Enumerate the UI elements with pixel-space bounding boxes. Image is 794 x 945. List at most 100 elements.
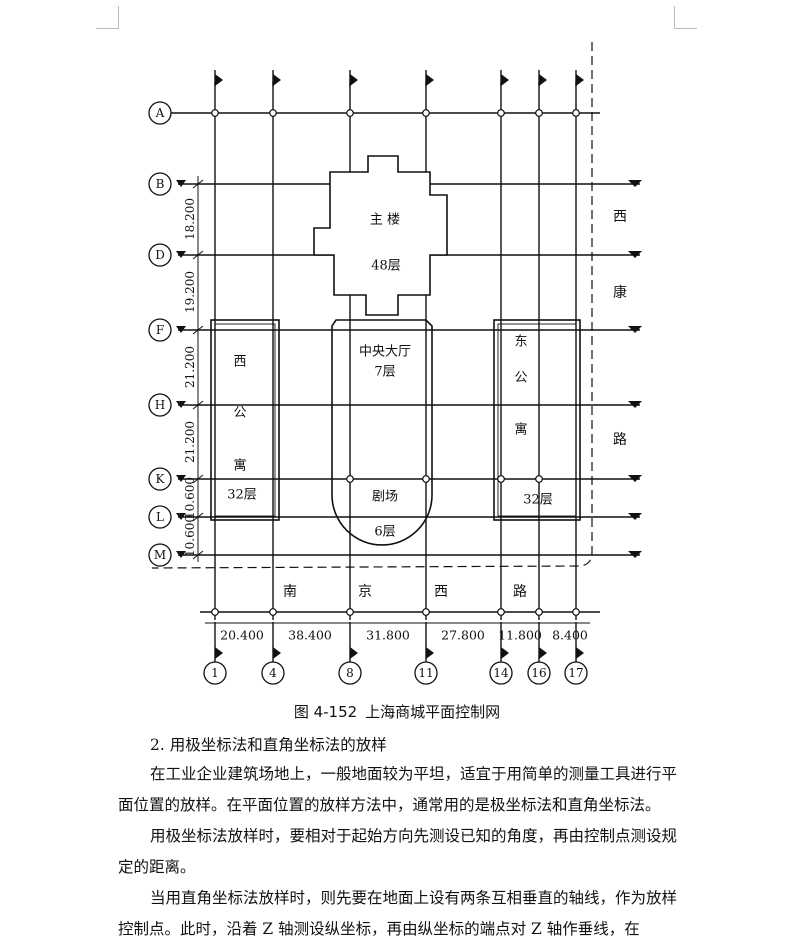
- east-apartment-floors: 32层: [523, 493, 553, 508]
- col-flag-top: [501, 74, 509, 86]
- row-marker-triangle: [628, 180, 642, 187]
- main-tower-name: 主 楼: [370, 213, 400, 228]
- west-apartment-char: 寓: [233, 458, 246, 474]
- col-flag-bottom: [576, 647, 584, 659]
- col-flag-bottom: [273, 647, 281, 659]
- row-label: K: [156, 472, 166, 486]
- col-label: 8: [346, 666, 354, 680]
- row-marker-triangle: [176, 513, 186, 520]
- col-flag-top: [576, 74, 584, 86]
- east-apartment-outline: [493, 319, 581, 521]
- row-spacing-label: 19.200: [183, 271, 197, 313]
- control-point: [346, 475, 354, 483]
- row-spacing-label: 21.200: [183, 421, 197, 463]
- east-road-char: 西: [613, 209, 627, 225]
- col-spacing-label: 31.800: [366, 628, 410, 643]
- row-marker-triangle: [628, 513, 642, 520]
- row-marker-triangle: [628, 475, 642, 482]
- control-point: [346, 109, 354, 117]
- row-label: D: [155, 248, 165, 262]
- row-label: H: [155, 398, 165, 412]
- west-apartment-char: 西: [233, 355, 246, 370]
- row-marker-triangle: [628, 401, 642, 408]
- col-spacing-label: 27.800: [441, 628, 485, 643]
- row-dimension-tick: [192, 179, 204, 189]
- west-apartment-inner: [214, 323, 276, 517]
- row-label-circle: [148, 243, 172, 267]
- col-spacing-label: 38.400: [288, 628, 332, 643]
- col-spacing-label: 20.400: [220, 628, 264, 643]
- central-hall-name: 中央大厅: [359, 345, 411, 360]
- col-label: 1: [211, 666, 219, 680]
- east-road-char: 路: [613, 432, 627, 448]
- site-boundary-dashed: [151, 42, 593, 569]
- col-label: 11: [418, 666, 433, 680]
- col-spacing-label: 11.800: [498, 628, 542, 643]
- row-label-circle: [148, 172, 172, 196]
- control-point: [535, 109, 543, 117]
- control-point: [535, 608, 543, 616]
- col-flag-top: [539, 74, 547, 86]
- control-point: [269, 109, 277, 117]
- col-flag-bottom: [539, 647, 547, 659]
- row-dimension-tick: [192, 512, 204, 522]
- col-flag-bottom: [501, 647, 509, 659]
- south-road-char: 京: [358, 584, 372, 600]
- main-tower-floors: 48层: [371, 259, 401, 274]
- row-marker-triangle: [628, 326, 642, 333]
- row-spacing-label: 18.200: [183, 198, 197, 240]
- west-apartment-floors: 32层: [227, 488, 257, 503]
- row-marker-triangle: [176, 251, 186, 258]
- row-dimension-tick: [192, 550, 204, 560]
- row-label: L: [156, 510, 164, 524]
- col-label: 4: [269, 666, 277, 680]
- row-label: M: [154, 548, 166, 562]
- row-marker-triangle: [176, 180, 186, 187]
- col-label: 14: [493, 666, 509, 680]
- row-dimension-tick: [192, 474, 204, 484]
- west-apartment-outline: [210, 319, 280, 521]
- row-marker-triangle: [628, 251, 642, 258]
- figure-title: 上海商城平面控制网: [365, 703, 501, 721]
- control-point: [497, 475, 505, 483]
- control-point: [497, 109, 505, 117]
- row-label-circle: [148, 101, 172, 125]
- south-road-char: 路: [513, 584, 527, 600]
- section-heading: 2. 用极坐标法和直角坐标法的放样: [150, 736, 387, 754]
- paragraph: 当用直角坐标法放样时，则先要在地面上设有两条互相垂直的轴线，作为放样控制点。此时…: [118, 889, 678, 938]
- south-road-char: 西: [434, 584, 448, 600]
- central-hall-outline: [331, 319, 433, 546]
- east-apartment-char: 寓: [514, 422, 527, 438]
- control-point: [422, 109, 430, 117]
- row-label: A: [155, 106, 165, 120]
- row-label-circle: [148, 318, 172, 342]
- col-flag-bottom: [426, 647, 434, 659]
- col-label: 17: [568, 666, 583, 680]
- control-point: [535, 475, 543, 483]
- main-tower-outline: [313, 155, 448, 316]
- control-point: [346, 608, 354, 616]
- south-road-char: 南: [283, 584, 297, 600]
- east-apartment-char: 东: [514, 335, 527, 350]
- col-flag-top: [215, 74, 223, 86]
- row-spacing-label: 21.200: [183, 346, 197, 388]
- row-label: B: [156, 177, 165, 191]
- control-point: [211, 109, 219, 117]
- col-flag-top: [273, 74, 281, 86]
- row-marker-triangle: [176, 551, 186, 558]
- east-road-char: 康: [613, 284, 627, 301]
- theatre-floors: 6层: [374, 525, 395, 540]
- row-label-circle: [148, 467, 172, 491]
- control-point: [497, 608, 505, 616]
- row-dimension-tick: [192, 250, 204, 260]
- row-label-circle: [148, 505, 172, 529]
- row-dimension-tick: [192, 325, 204, 335]
- east-apartment-char: 公: [514, 371, 527, 386]
- crop-mark-top-left: [96, 6, 119, 29]
- control-point: [422, 608, 430, 616]
- east-apartment-inner: [497, 323, 577, 517]
- row-spacing-label: 10.600: [183, 515, 197, 557]
- col-flag-top: [350, 74, 358, 86]
